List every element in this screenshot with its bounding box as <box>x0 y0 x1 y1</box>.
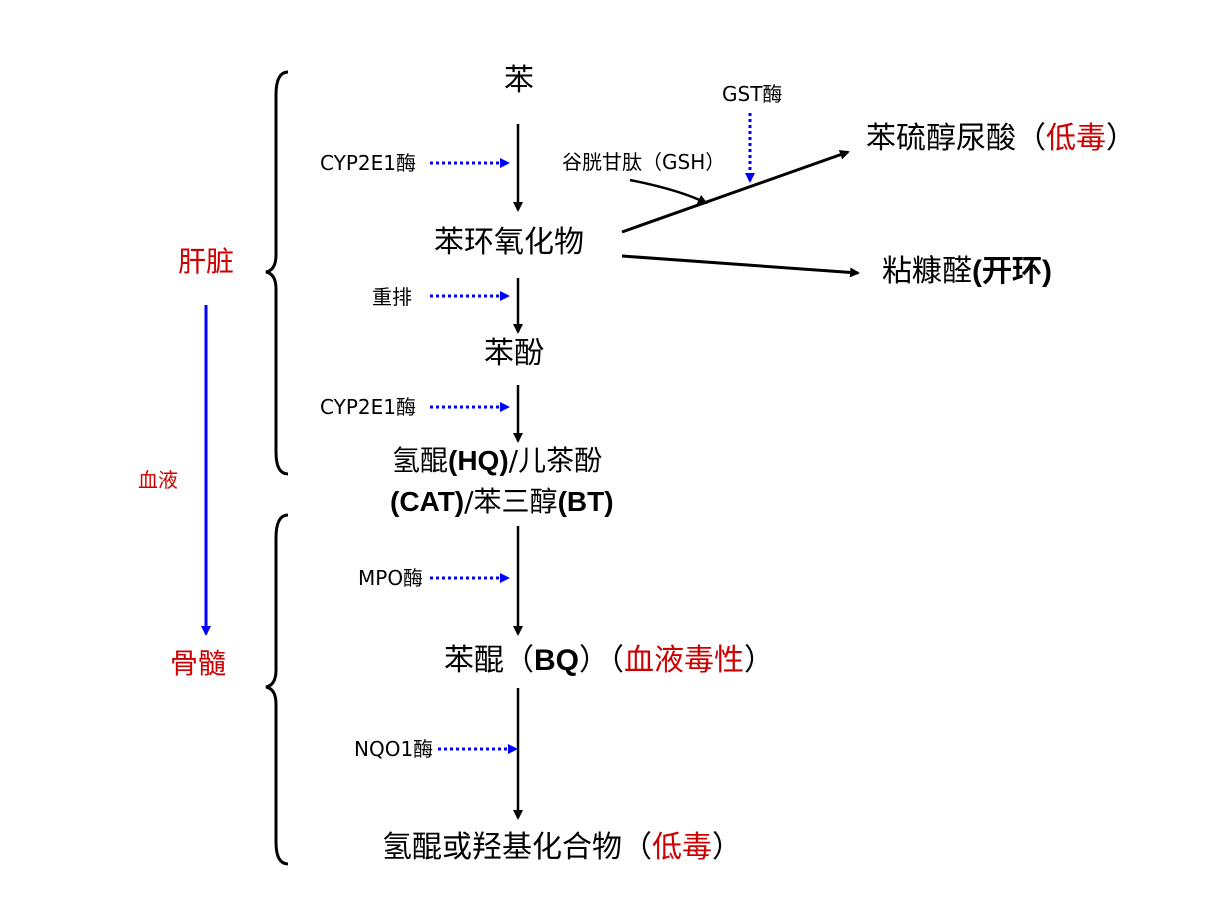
marrow-brace <box>265 513 289 866</box>
enzyme-cyp-2: CYP2E1酶 <box>320 395 416 419</box>
node-benzene: 苯 <box>504 63 534 98</box>
organ-liver: 肝脏 <box>178 245 235 278</box>
node-hq-line2: (CAT)/苯三醇(BT) <box>390 488 614 516</box>
enzyme-mpo: MPO酶 <box>358 566 424 590</box>
organ-blood: 血液 <box>138 468 178 492</box>
enzyme-rearrange: 重排 <box>372 285 412 309</box>
cofactor-gsh: 谷胱甘肽（GSH） <box>562 150 726 174</box>
node-spma: 苯硫醇尿酸（低毒） <box>866 124 1136 154</box>
muconaldehyde-label-b: (开环) <box>972 255 1052 288</box>
bq-label-a: 苯醌（ <box>444 643 534 678</box>
organ-marrow: 骨髓 <box>170 647 227 680</box>
node-epoxide: 苯环氧化物 <box>434 225 584 260</box>
node-bq: 苯醌（BQ）（血液毒性） <box>444 646 774 676</box>
muconaldehyde-label-a: 粘糠醛 <box>882 254 972 289</box>
hq-label-f: (BT) <box>557 486 614 517</box>
final-label-a: 氢醌或羟基化合物（ <box>382 830 652 865</box>
hq-label-e: /苯三醇 <box>464 485 558 518</box>
enzyme-gst: GST酶 <box>722 82 783 106</box>
final-label-b: ） <box>712 830 742 865</box>
enzyme-cyp-1: CYP2E1酶 <box>320 151 416 175</box>
node-muconaldehyde: 粘糠醛(开环) <box>882 257 1052 287</box>
bq-label-d: ） <box>744 643 774 678</box>
hq-label-a: 氢醌 <box>392 444 449 477</box>
arrow-epoxide-muconaldehyde <box>621 254 860 278</box>
bq-label-b: BQ <box>534 644 579 677</box>
gsh-curve <box>629 178 708 205</box>
node-hq-line1: 氢醌(HQ)/儿茶酚 <box>392 447 602 475</box>
bq-label-c: ）（ <box>579 643 624 678</box>
hq-label-b: (HQ) <box>448 445 509 476</box>
hq-label-d: (CAT) <box>390 486 465 517</box>
arrow-epoxide-spma <box>621 149 850 234</box>
enzyme-nqo1: NQO1酶 <box>354 737 434 761</box>
liver-brace <box>265 70 289 476</box>
node-final: 氢醌或羟基化合物（低毒） <box>382 833 742 863</box>
hq-label-c: /儿茶酚 <box>508 444 603 477</box>
spma-label-a: 苯硫醇尿酸（ <box>866 121 1046 156</box>
spma-toxicity: 低毒 <box>1046 121 1106 156</box>
spma-label-b: ） <box>1106 121 1136 156</box>
node-phenol: 苯酚 <box>484 336 544 371</box>
bq-toxicity: 血液毒性 <box>624 643 744 678</box>
final-toxicity: 低毒 <box>652 830 712 865</box>
